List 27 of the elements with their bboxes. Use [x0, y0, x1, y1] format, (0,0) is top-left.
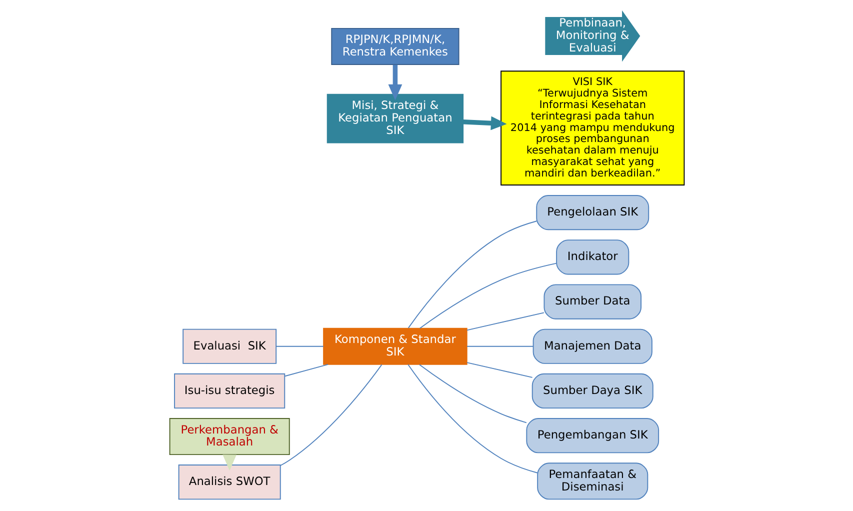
- connector: [407, 364, 538, 474]
- node-box: Sumber Daya SIK: [531, 373, 653, 409]
- connector: [275, 346, 324, 347]
- node-box: Analisis SWOT: [178, 464, 280, 500]
- arrow: [388, 64, 402, 100]
- node-box: Indikator: [556, 240, 629, 275]
- connector: [466, 362, 532, 378]
- node-box: Evaluasi SIK: [182, 328, 276, 364]
- connector: [418, 262, 556, 329]
- arrow: [462, 116, 506, 130]
- node-box: Sumber Data: [543, 284, 641, 320]
- node-box: Manajemen Data: [532, 328, 652, 364]
- node-box: Pemanfaatan & Diseminasi: [536, 462, 648, 500]
- node-box: Perkembangan & Masalah: [168, 418, 290, 456]
- connector: [418, 364, 526, 424]
- node-box: Pengelolaan SIK: [536, 195, 649, 230]
- connector: [280, 364, 382, 466]
- connector: [284, 364, 328, 377]
- connector: [466, 312, 544, 331]
- node-box: Misi, Strategi & Kegiatan Penguatan SIK: [326, 94, 464, 144]
- node-box: Komponen & Standar SIK: [322, 328, 467, 365]
- node-box: RPJPN/K,RPJMN/K, Renstra Kemenkes: [330, 28, 459, 65]
- node-box: Pengembangan SIK: [526, 418, 659, 454]
- connector: [407, 220, 536, 328]
- node-box: Isu-isu strategis: [174, 373, 285, 409]
- node-box: VISI SIK “Terwujudnya Sistem Informasi Kesehatan terintegrasi pada tahun 2014 yang mampu mendukung proses pembangunan kesehatan dalam menuju masyarakat sehat yang mandiri dan berkeadilan.”: [500, 70, 684, 186]
- connector: [466, 346, 534, 347]
